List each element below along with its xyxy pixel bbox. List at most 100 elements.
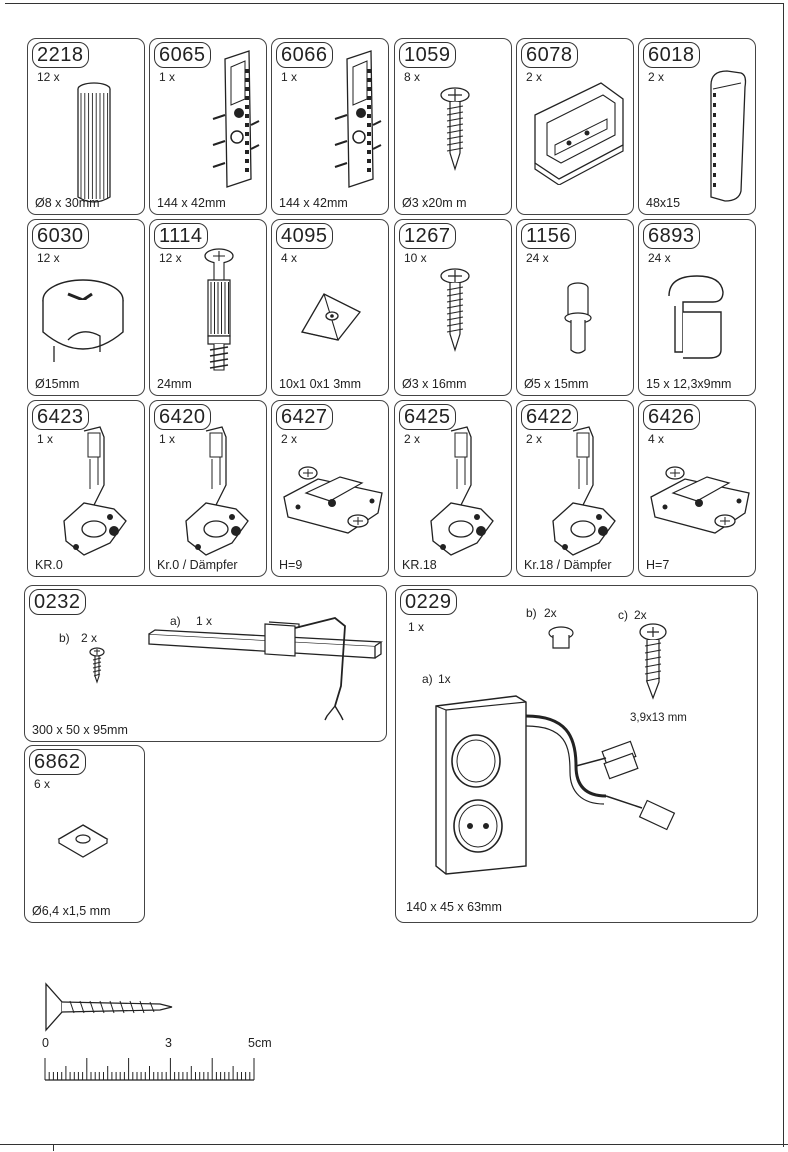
part-dimensions: 300 x 50 x 95mm bbox=[32, 723, 128, 737]
hinge-icon bbox=[543, 425, 623, 570]
socket-a-label: a) bbox=[422, 672, 433, 686]
lamp-b-label: b) bbox=[59, 631, 70, 645]
part-dimensions: Kr.18 / Dämpfer bbox=[524, 558, 612, 572]
page-bottom-tab bbox=[5, 1144, 54, 1151]
part-code: 0229 bbox=[400, 589, 457, 615]
part-code: 6862 bbox=[29, 749, 86, 775]
part-quantity: 2 x bbox=[526, 70, 543, 84]
part-quantity: 10 x bbox=[404, 251, 427, 265]
part-quantity: 12 x bbox=[159, 251, 182, 265]
part-code: 6426 bbox=[643, 404, 700, 430]
part-dimensions: 24mm bbox=[157, 377, 192, 391]
part-quantity: 2 x bbox=[404, 432, 421, 446]
part-card-lamp: 0232 b) 2 x a) 1 x 300 x 50 x 95mm bbox=[24, 585, 387, 742]
socket-c-label: c) bbox=[618, 608, 628, 622]
part-code: 6425 bbox=[399, 404, 456, 430]
square-washer-icon bbox=[57, 824, 109, 858]
cam-lock-icon bbox=[38, 276, 128, 371]
screw-icon bbox=[435, 85, 475, 180]
scale-tick-label-0: 0 bbox=[42, 1036, 49, 1050]
part-dimensions: 144 x 42mm bbox=[157, 196, 226, 210]
socket-a-qty: 1x bbox=[438, 672, 451, 686]
part-quantity: 2 x bbox=[526, 432, 543, 446]
part-code: 6078 bbox=[521, 42, 578, 68]
part-card: 6423 1 x KR.0 bbox=[27, 400, 145, 577]
part-card: 6078 2 x bbox=[516, 38, 634, 215]
part-card: 1267 10 x Ø3 x 16mm bbox=[394, 219, 512, 396]
part-quantity: 4 x bbox=[648, 432, 665, 446]
mounting-plate-icon bbox=[278, 453, 388, 548]
cap-icon bbox=[548, 626, 574, 649]
lamp-b-qty: 2 x bbox=[81, 631, 98, 645]
part-code: 2218 bbox=[32, 42, 89, 68]
part-code: 1114 bbox=[154, 223, 208, 249]
part-dimensions: Ø3 x 16mm bbox=[402, 377, 467, 391]
part-dimensions: Ø6,4 x1,5 mm bbox=[32, 904, 111, 918]
ruler-scale bbox=[44, 1058, 255, 1081]
part-code: 0232 bbox=[29, 589, 86, 615]
part-card: 6426 4 x H=7 bbox=[638, 400, 756, 577]
part-dimensions: 144 x 42mm bbox=[279, 196, 348, 210]
part-code: 6065 bbox=[154, 42, 211, 68]
part-code: 1156 bbox=[521, 223, 577, 249]
part-quantity: 6 x bbox=[34, 777, 51, 791]
part-quantity: 24 x bbox=[526, 251, 549, 265]
part-dimensions: Kr.0 / Dämpfer bbox=[157, 558, 238, 572]
part-dimensions: 48x15 bbox=[646, 196, 681, 210]
page-frame bbox=[5, 3, 784, 1147]
page-bottom-rule bbox=[0, 1144, 788, 1152]
part-quantity: 2 x bbox=[648, 70, 665, 84]
part-quantity: 4 x bbox=[281, 251, 298, 265]
part-quantity: 8 x bbox=[404, 70, 421, 84]
part-dimensions: KR.0 bbox=[35, 558, 63, 572]
part-code: 1059 bbox=[399, 42, 456, 68]
part-quantity: 1 x bbox=[281, 70, 298, 84]
power-socket-box-icon bbox=[435, 695, 676, 875]
hinge-icon bbox=[54, 425, 134, 570]
part-card-washer: 6862 6 x Ø6,4 x1,5 mm bbox=[24, 745, 145, 923]
part-dimensions: H=9 bbox=[279, 558, 303, 572]
part-code: 4095 bbox=[276, 223, 333, 249]
part-dimensions: Ø5 x 15mm bbox=[524, 377, 589, 391]
part-code: 1267 bbox=[399, 223, 456, 249]
part-dimensions: KR.18 bbox=[402, 558, 437, 572]
part-code: 6423 bbox=[32, 404, 89, 430]
corner-block-icon bbox=[294, 284, 364, 349]
hanging-plate-icon bbox=[531, 75, 627, 190]
part-dimensions: H=7 bbox=[646, 558, 670, 572]
part-dimensions: Ø8 x 30mm bbox=[35, 196, 100, 210]
part-card: 1156 24 x Ø5 x 15mm bbox=[516, 219, 634, 396]
lamp-a-label: a) bbox=[170, 614, 181, 628]
part-code: 6420 bbox=[154, 404, 211, 430]
part-code: 6893 bbox=[643, 223, 700, 249]
part-code: 6066 bbox=[276, 42, 333, 68]
part-code: 6030 bbox=[32, 223, 89, 249]
cabinet-lamp-icon bbox=[148, 617, 383, 721]
part-dimensions: 15 x 12,3x9mm bbox=[646, 377, 732, 391]
cam-bolt-icon bbox=[194, 246, 244, 381]
socket-header-qty: 1 x bbox=[408, 620, 425, 634]
screw-icon bbox=[435, 266, 475, 361]
cover-cap-icon bbox=[701, 67, 751, 212]
part-quantity: 12 x bbox=[37, 251, 60, 265]
shelf-support-bracket-icon bbox=[327, 49, 387, 204]
screw-icon bbox=[639, 623, 667, 700]
part-card: 6425 2 x KR.18 bbox=[394, 400, 512, 577]
socket-c-dimensions: 3,9x13 mm bbox=[630, 712, 687, 724]
hinge-icon bbox=[421, 425, 501, 570]
part-card: 2218 12 x Ø8 x 30mm bbox=[27, 38, 145, 215]
part-quantity: 12 x bbox=[37, 70, 60, 84]
part-code: 6018 bbox=[643, 42, 700, 68]
part-code: 6427 bbox=[276, 404, 333, 430]
socket-c-qty: 2x bbox=[634, 608, 647, 622]
part-quantity: 1 x bbox=[37, 432, 54, 446]
scale-tick-label-5: 5cm bbox=[248, 1036, 272, 1050]
glass-shelf-clip-icon bbox=[661, 272, 731, 367]
